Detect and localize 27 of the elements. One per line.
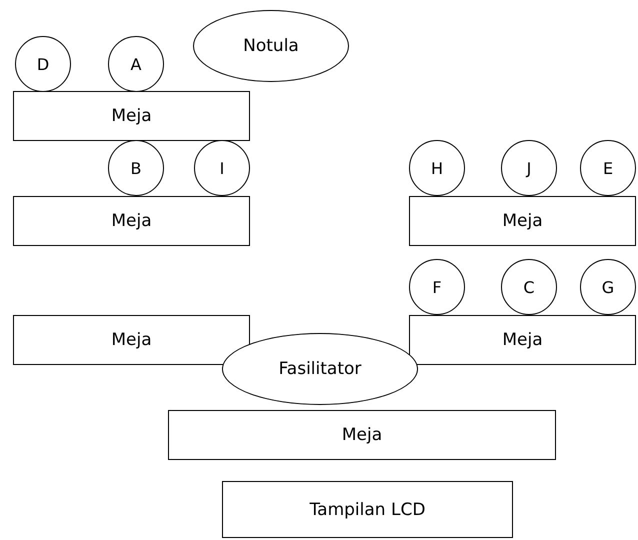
table-box xyxy=(168,410,556,460)
node-label: Meja xyxy=(342,425,382,445)
node-label: E xyxy=(602,158,614,178)
table-box xyxy=(13,91,250,141)
table-box xyxy=(13,315,250,365)
node-label: Notula xyxy=(243,36,299,56)
node-label: Meja xyxy=(502,330,543,350)
node-label: I xyxy=(220,158,224,178)
node-label: A xyxy=(130,54,142,74)
screen-box xyxy=(222,481,513,538)
participant-seat xyxy=(194,140,250,196)
node-label: F xyxy=(432,278,442,296)
node-label: Meja xyxy=(111,106,152,126)
node-label: Meja xyxy=(111,211,152,231)
table-box xyxy=(13,196,250,246)
node-label: B xyxy=(130,158,142,178)
node-label: D xyxy=(36,54,50,74)
table-box xyxy=(409,315,636,365)
node-label: H xyxy=(430,158,444,178)
table-box xyxy=(409,196,636,246)
node-label: J xyxy=(526,158,532,178)
node-label: Meja xyxy=(502,211,543,231)
node-label: Tampilan LCD xyxy=(310,500,426,520)
node-label: G xyxy=(602,278,614,296)
node-label: Fasilitator xyxy=(278,359,362,379)
node-label: C xyxy=(523,278,535,296)
node-label: Meja xyxy=(111,330,152,350)
